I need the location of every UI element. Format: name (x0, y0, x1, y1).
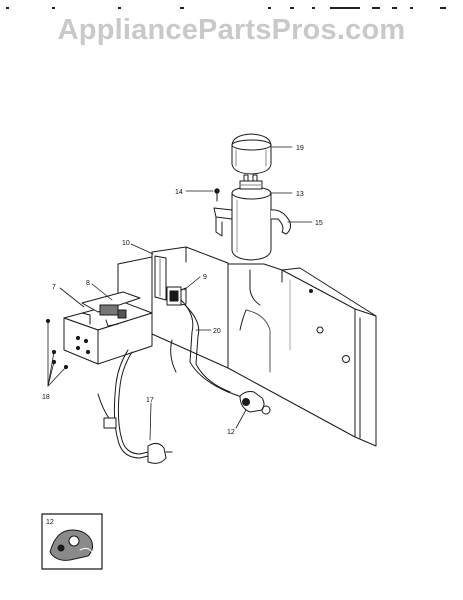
screw-14 (214, 188, 220, 202)
label-13: 13 (296, 191, 304, 198)
leader-lines (47, 146, 313, 441)
label-14: 14 (175, 189, 183, 196)
label-10: 10 (122, 240, 130, 247)
callout-labels: 19 13 14 15 10 7 8 9 20 18 17 12 12 (42, 145, 323, 526)
label-9: 9 (203, 274, 207, 281)
label-17: 17 (146, 397, 154, 404)
label-7: 7 (52, 284, 56, 291)
wire-clip-12 (239, 391, 271, 415)
capacitor-cap (231, 133, 272, 175)
label-15: 15 (315, 220, 323, 227)
inset-label-12: 12 (46, 519, 54, 526)
label-8: 8 (86, 280, 90, 287)
label-18: 18 (42, 394, 50, 401)
switch-9 (166, 286, 187, 306)
power-cord-17 (97, 349, 173, 464)
label-19: 19 (296, 145, 304, 152)
watermark: AppliancePartsPros.com (57, 14, 406, 46)
run-capacitor (231, 174, 272, 261)
wire-harness-20 (170, 299, 251, 401)
control-panel (227, 263, 377, 447)
label-12: 12 (227, 429, 235, 436)
control-box (63, 256, 153, 365)
inset-part-12 (41, 513, 103, 570)
mounting-bracket (151, 246, 229, 369)
label-20: 20 (213, 328, 221, 335)
header-strip-marks (6, 7, 446, 9)
capacitor-strap (213, 207, 291, 237)
header-strip (0, 0, 463, 9)
